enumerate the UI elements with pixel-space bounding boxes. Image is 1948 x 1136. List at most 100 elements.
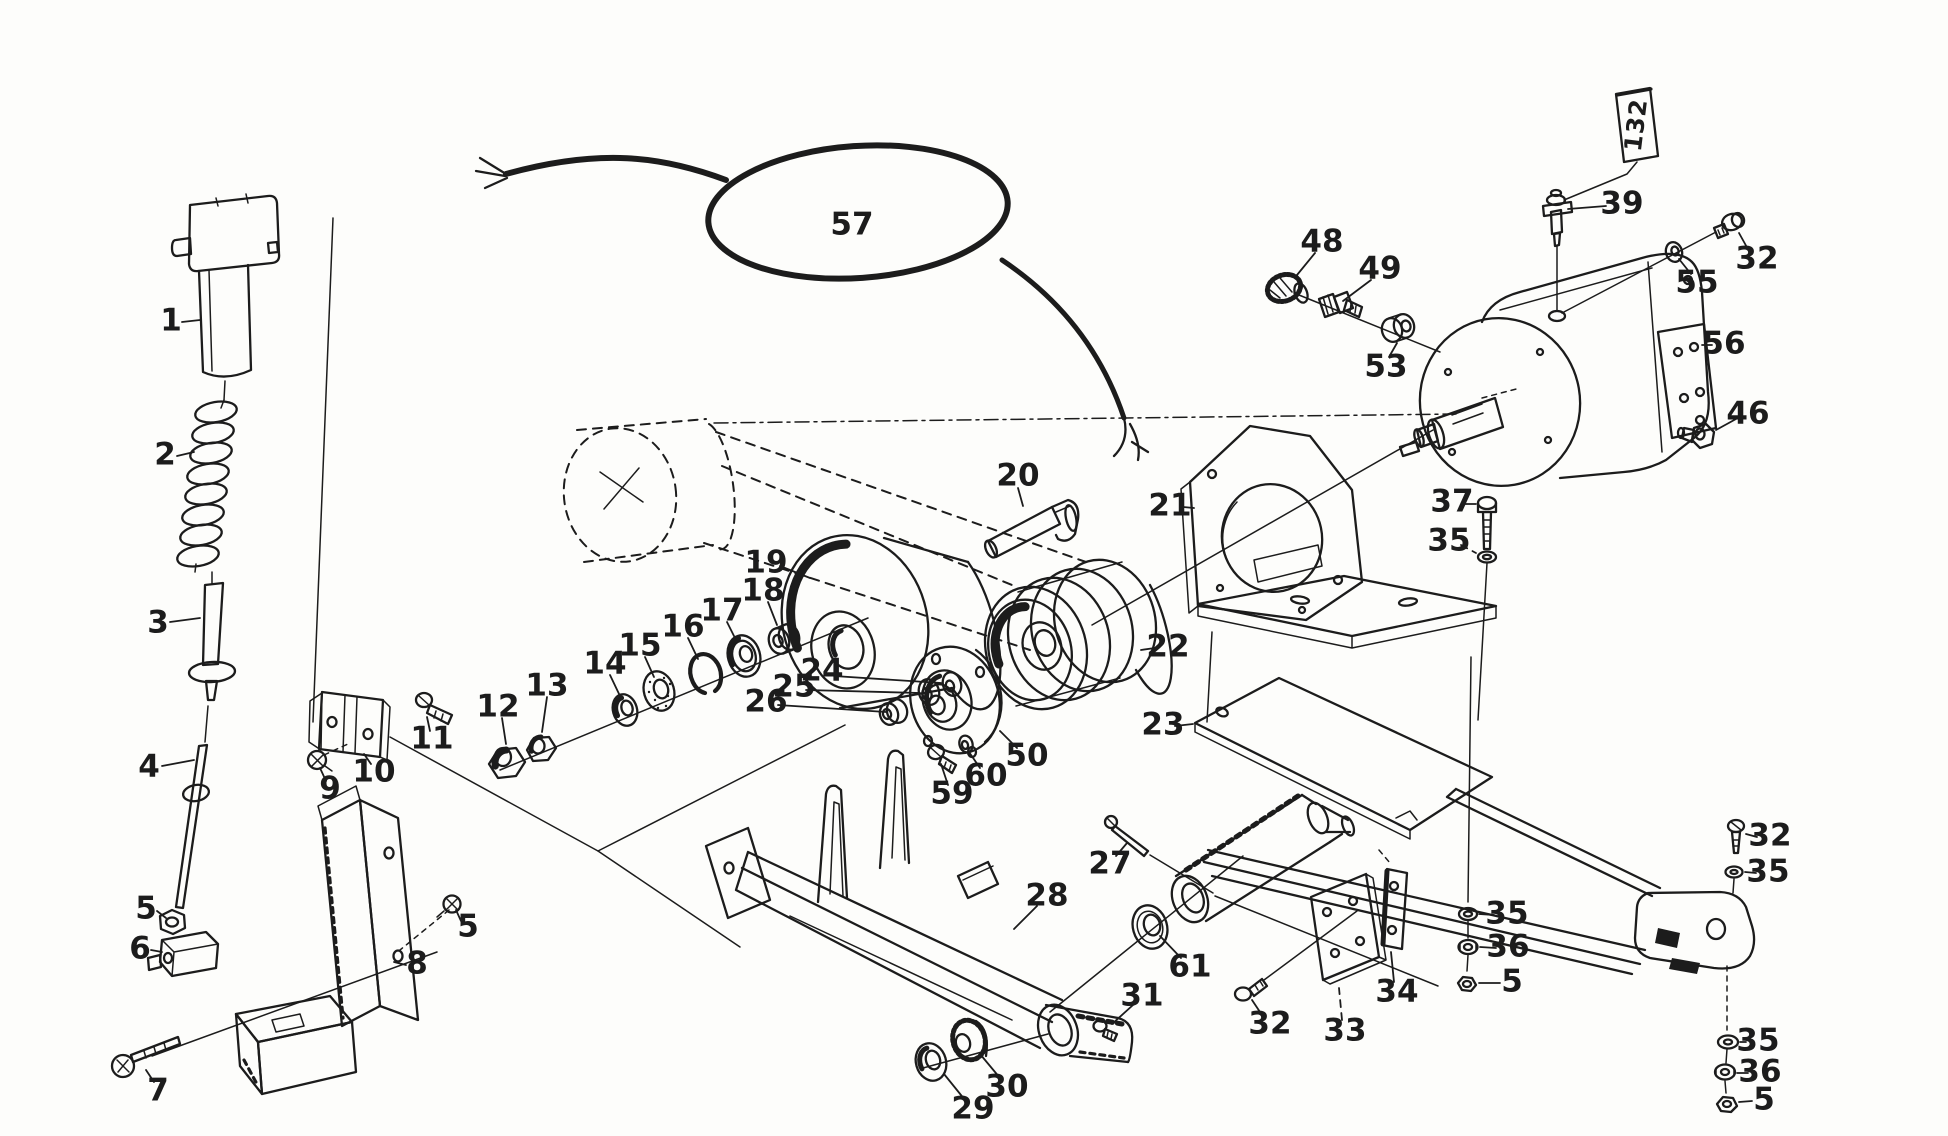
fork-bracket-28 xyxy=(704,749,1134,1064)
callout-washer-35: 35 xyxy=(1744,854,1790,890)
callout-label-39: 39 xyxy=(1600,186,1643,222)
motor-shaft xyxy=(1398,396,1505,458)
callout-label-20: 20 xyxy=(996,458,1039,494)
leader-line-22 xyxy=(1140,647,1156,651)
leader-line-4 xyxy=(161,759,195,767)
washer-29 xyxy=(914,1042,948,1082)
callout-label-35: 35 xyxy=(1427,523,1470,559)
screw-32-bottom xyxy=(1233,977,1269,1002)
leader-line-9 xyxy=(319,767,327,782)
screw-9 xyxy=(306,749,333,772)
nut-5 xyxy=(158,908,187,936)
callout-label-57: 57 xyxy=(830,207,873,243)
leader-line-24 xyxy=(833,675,942,684)
leader-line-55 xyxy=(1678,258,1692,275)
leader-line-29 xyxy=(943,1073,966,1101)
leader-line-50 xyxy=(999,730,1018,749)
spring-2 xyxy=(176,399,238,573)
callout-label-56: 56 xyxy=(1702,326,1745,362)
pin-20 xyxy=(983,498,1080,559)
callout-coil-spring-2: 2 xyxy=(154,437,195,473)
leader-line-20 xyxy=(1017,487,1024,507)
leader-line-59 xyxy=(940,763,949,786)
retaining-ring-16 xyxy=(688,651,724,696)
callout-set-screw-31: 31 xyxy=(1111,978,1164,1025)
callout-label-61: 61 xyxy=(1168,949,1211,985)
screw-plug-46 xyxy=(1676,422,1716,450)
leader-line-35 xyxy=(1744,871,1757,874)
callout-label-8: 8 xyxy=(406,946,428,982)
callout-lock-nut-36: 36 xyxy=(1736,1054,1782,1090)
callout-label-25: 25 xyxy=(772,669,815,705)
leader-line-49 xyxy=(1342,279,1372,302)
callout-label-53: 53 xyxy=(1364,349,1407,385)
belt-drum-dashed xyxy=(562,413,1457,651)
callout-hex-nut-13: 13 xyxy=(525,668,569,733)
callout-base-plate-23: 23 xyxy=(1141,707,1194,743)
terminal-box xyxy=(1656,322,1718,440)
callout-label-35: 35 xyxy=(1746,854,1789,890)
screw-5b xyxy=(436,894,462,918)
callout-label-49: 49 xyxy=(1358,251,1401,287)
callout-label-7: 7 xyxy=(147,1073,169,1109)
bearing-hub-17 xyxy=(726,634,762,678)
screw-59 xyxy=(926,743,958,775)
leader-line-39 xyxy=(1567,205,1607,210)
callout-hex-nut-5: 5 xyxy=(135,891,167,927)
callout-label-17: 17 xyxy=(700,593,743,629)
callout-pull-rod-4: 4 xyxy=(138,749,195,785)
block-6 xyxy=(146,930,220,978)
callout-plunger-rod-3: 3 xyxy=(147,605,201,641)
tag-132 xyxy=(1563,86,1660,201)
callout-washer-24: 24 xyxy=(800,653,942,689)
callout-bolt-37: 37 xyxy=(1430,484,1477,520)
callout-label-22: 22 xyxy=(1146,629,1189,665)
leader-line-32 xyxy=(1745,833,1758,838)
callout-hex-nut-5: 5 xyxy=(1478,964,1523,1000)
callout-label-12: 12 xyxy=(476,689,519,725)
leader-line-13 xyxy=(541,696,548,733)
washer-61 xyxy=(1131,904,1169,950)
callout-label-50: 50 xyxy=(1005,738,1048,774)
leader-line-11 xyxy=(426,716,431,732)
callout-screw-59: 59 xyxy=(930,763,974,812)
callout-nut-26: 26 xyxy=(744,684,887,720)
knurled-cap-48 xyxy=(1264,271,1309,305)
leader-line-27 xyxy=(1115,842,1128,857)
leader-line-34 xyxy=(1390,951,1395,983)
callout-power-cable-57: 57 xyxy=(830,207,873,243)
callout-label-29: 29 xyxy=(951,1091,994,1127)
bracket-8 xyxy=(234,785,420,1096)
callout-fixing-screw-7: 7 xyxy=(145,1069,169,1109)
leader-line-12 xyxy=(501,717,507,745)
callout-label-4: 4 xyxy=(138,749,160,785)
callout-motor-bracket-21: 21 xyxy=(1148,488,1195,524)
fitting-49 xyxy=(1317,290,1364,319)
callout-label-19: 19 xyxy=(744,545,787,581)
leader-line-31 xyxy=(1111,1004,1134,1025)
callout-clamp-screw-5: 5 xyxy=(455,909,479,945)
callout-label-28: 28 xyxy=(1025,878,1068,914)
leader-line-46 xyxy=(1715,418,1737,431)
callout-label-3: 3 xyxy=(147,605,169,641)
leader-line-60 xyxy=(968,751,981,769)
callout-label-48: 48 xyxy=(1300,224,1343,260)
callout-label-18: 18 xyxy=(741,573,784,609)
leader-line-2 xyxy=(176,451,195,457)
leader-line-48 xyxy=(1296,252,1316,276)
leader-line-1 xyxy=(181,319,201,323)
plunger-3 xyxy=(187,571,237,702)
callout-retaining-ring-16: 16 xyxy=(661,609,705,660)
leader-line-30 xyxy=(979,1053,1001,1079)
callout-adjusting-fitting-49: 49 xyxy=(1342,251,1402,302)
callout-washer-55: 55 xyxy=(1675,258,1719,301)
callout-belt-pulley-19: 19 xyxy=(744,545,811,581)
screw-31 xyxy=(1092,1019,1119,1043)
callout-label-26: 26 xyxy=(744,684,787,720)
callout-label-5: 5 xyxy=(1753,1082,1775,1118)
callout-washer-29: 29 xyxy=(943,1073,995,1127)
callout-clamp-bolt-20: 20 xyxy=(996,458,1040,507)
hardware-column-bottom xyxy=(1713,1034,1740,1114)
